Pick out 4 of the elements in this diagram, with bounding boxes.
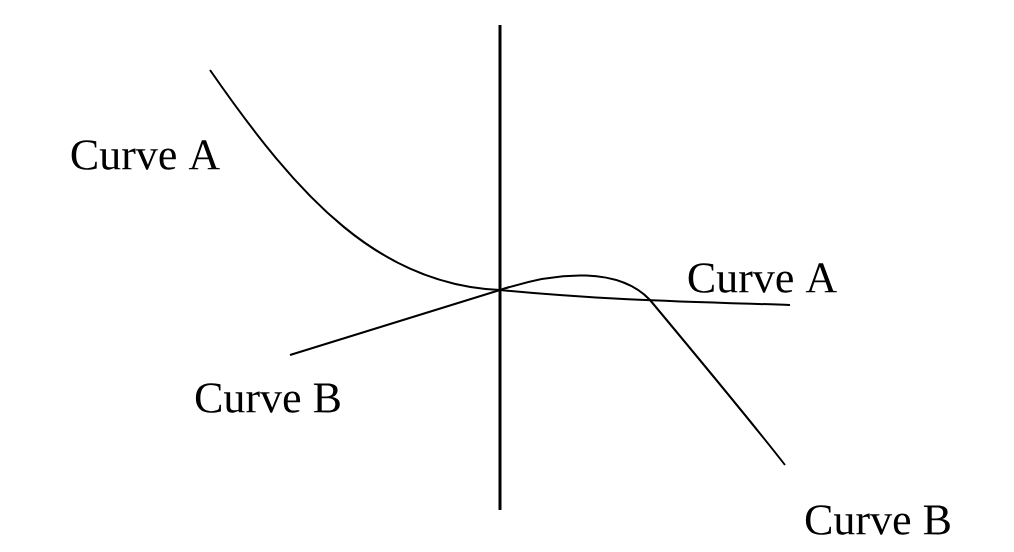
curve-label: Curve B (805, 505, 950, 535)
curve-label: Curve B (195, 383, 340, 413)
curve-label: Curve A (688, 263, 837, 293)
curve-label: Curve A (71, 140, 220, 170)
